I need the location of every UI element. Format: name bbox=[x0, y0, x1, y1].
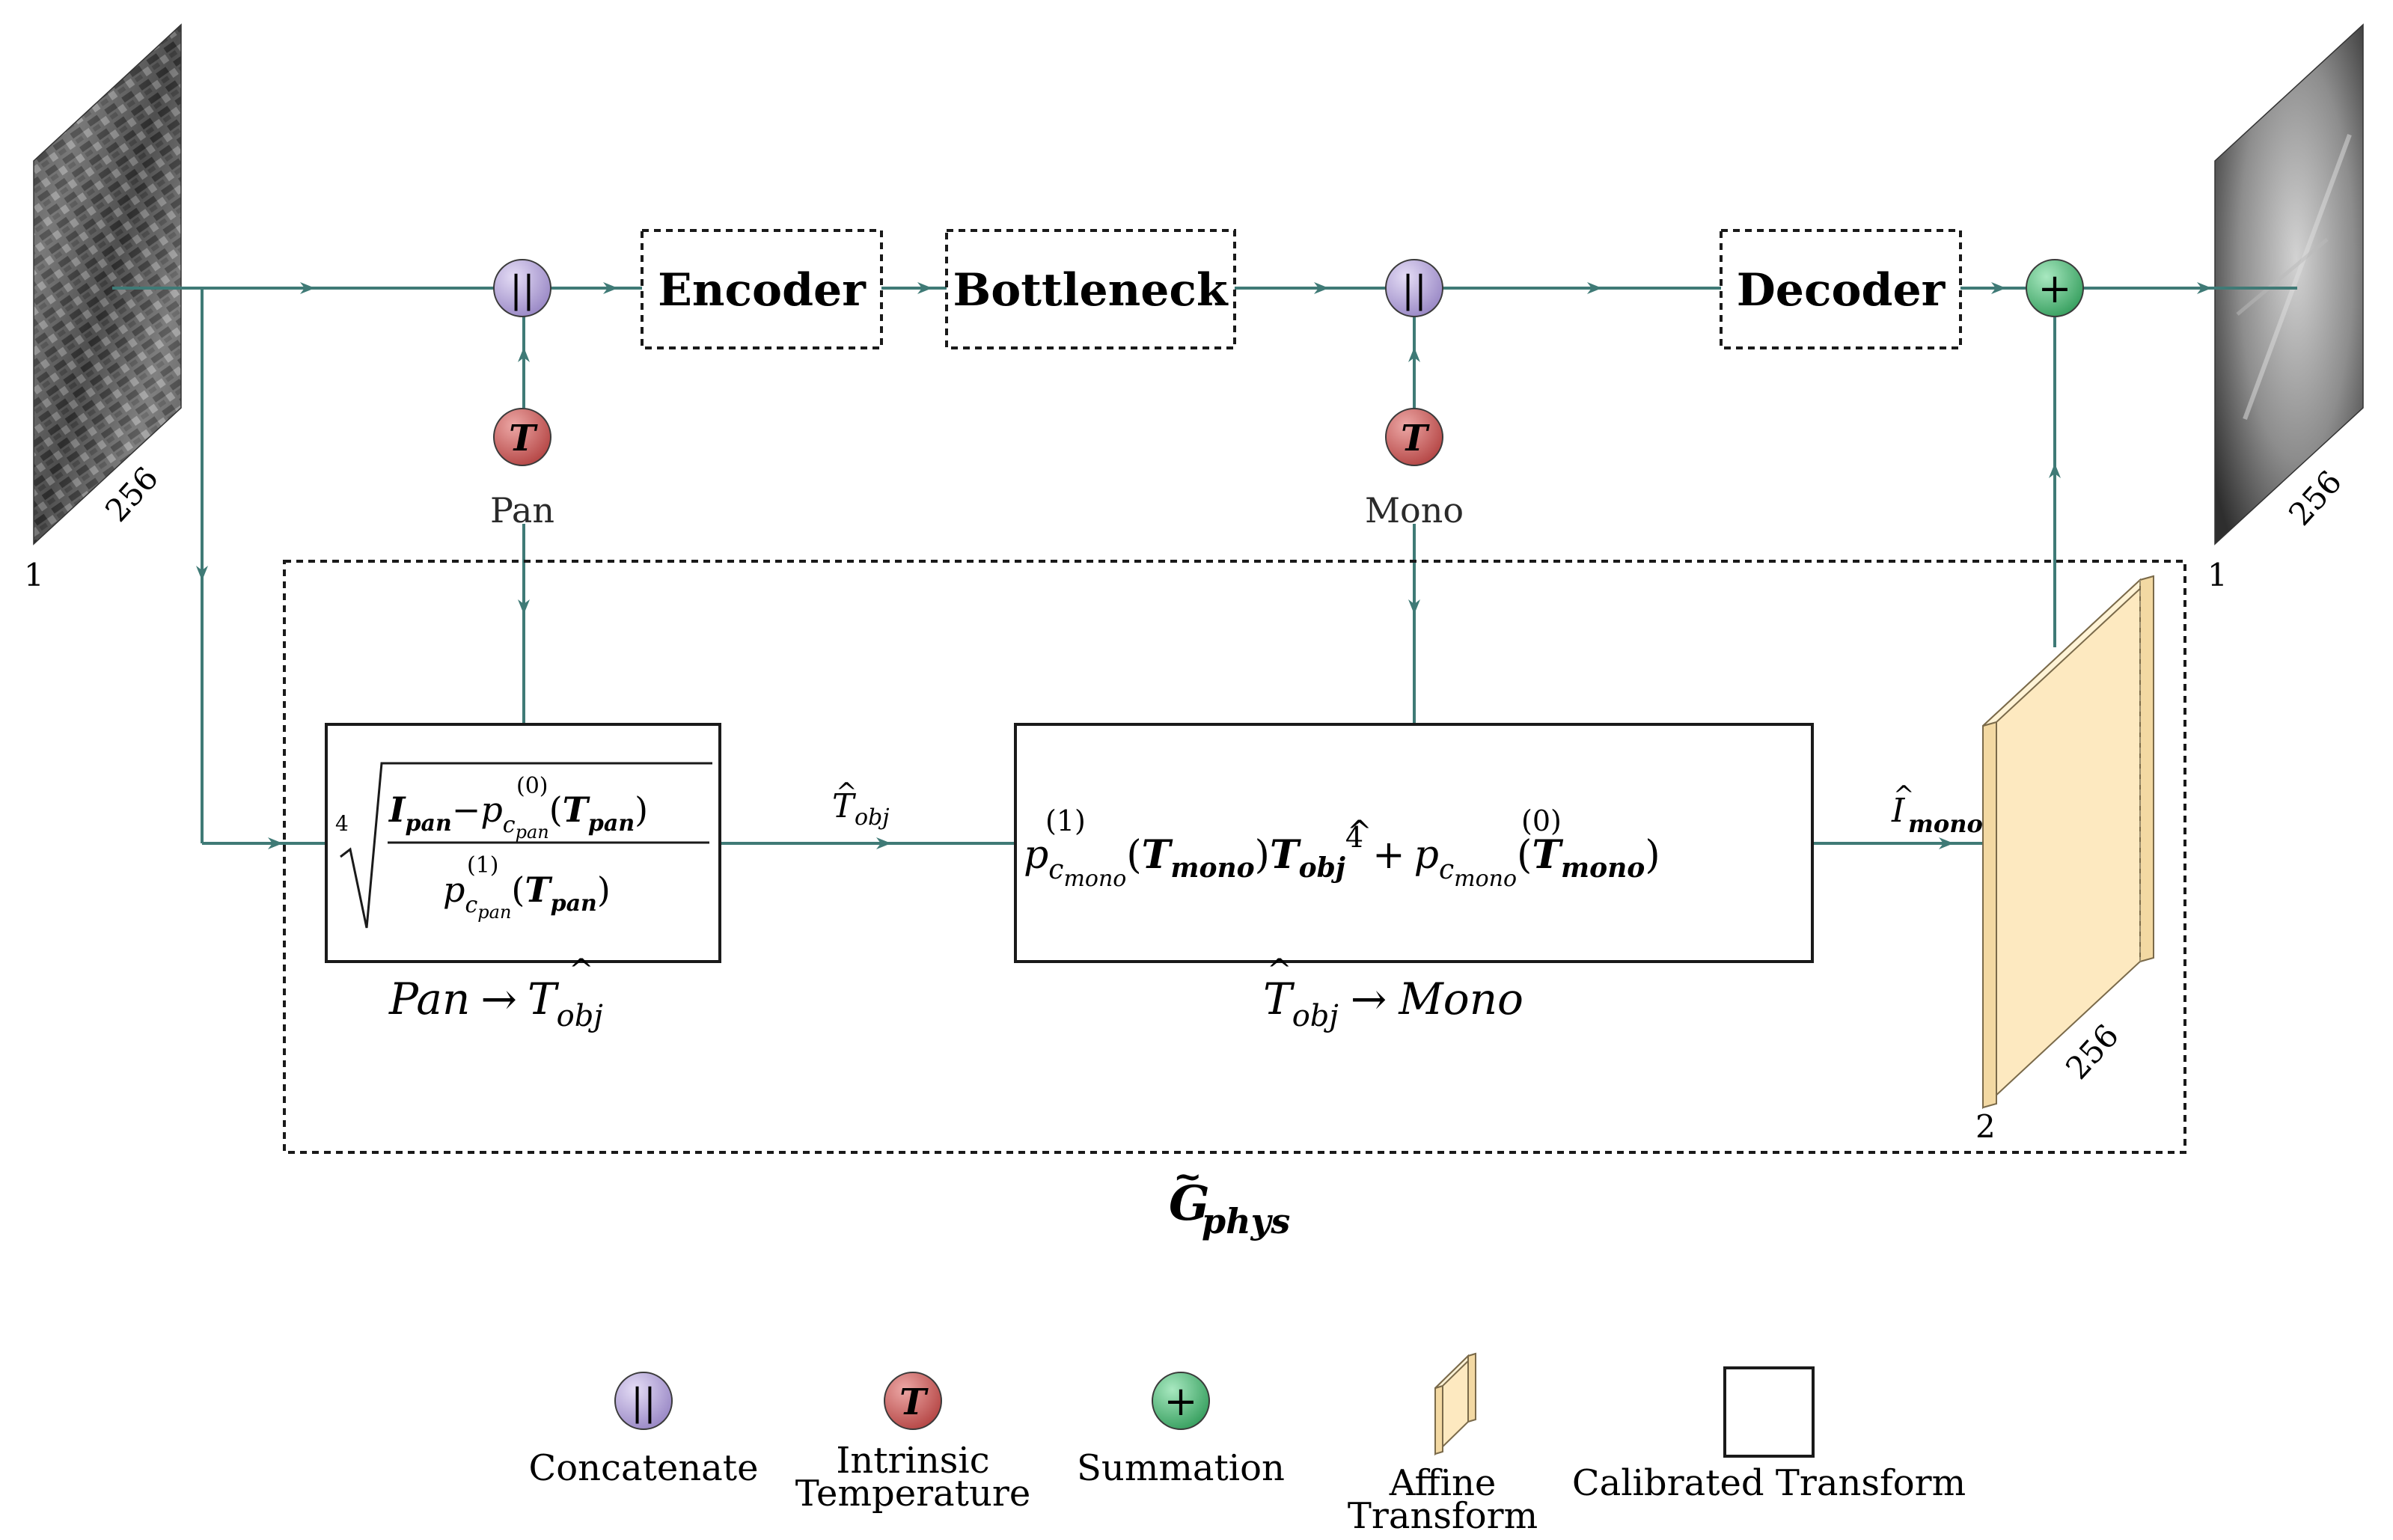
svg-text:^: ^ bbox=[1893, 780, 1915, 810]
bottleneck-block bbox=[945, 229, 1236, 349]
output-image bbox=[2214, 23, 2364, 546]
edge-label-i-mono: I mono ^ bbox=[1891, 780, 1983, 838]
sum-symbol: + bbox=[2038, 265, 2071, 312]
svg-text:Pan→Tobj: Pan→Tobj bbox=[388, 974, 603, 1033]
connections bbox=[112, 282, 2297, 849]
mono-sup0: (0) bbox=[1521, 804, 1562, 837]
temp-symbol-pan: T bbox=[509, 418, 538, 459]
svg-text:I: I bbox=[1891, 792, 1906, 830]
g-phys-label: G phys ~ bbox=[1169, 1156, 1290, 1241]
sum-node: + bbox=[2026, 259, 2084, 317]
pan-denominator: pcpan(Tpan) bbox=[443, 870, 611, 923]
legend-concat-icon: || bbox=[614, 1372, 673, 1430]
legend-temp-label-1: Intrinsic bbox=[836, 1440, 989, 1482]
svg-text:obj: obj bbox=[855, 804, 890, 831]
encoder-label: Encoder bbox=[658, 264, 867, 317]
pan-denom-sup: (1) bbox=[467, 852, 499, 879]
svg-text:G: G bbox=[1169, 1176, 1210, 1232]
encoder-block bbox=[641, 229, 883, 349]
pan-label: Pan bbox=[490, 490, 554, 531]
legend-temp-icon: T bbox=[884, 1372, 942, 1430]
concat-symbol-1: || bbox=[510, 268, 535, 311]
concat-symbol-2: || bbox=[1402, 268, 1427, 311]
output-dim-depth: 1 bbox=[2207, 557, 2228, 593]
mono-transform-formula: pcmono(Tmono)Tobj4+pcmono(Tmono) (1) (0)… bbox=[1024, 804, 1660, 892]
svg-text:^: ^ bbox=[836, 777, 858, 807]
svg-text:pcmono(Tmono)Tobj4+pcmono(Tmon: pcmono(Tmono)Tobj4+pcmono(Tmono) bbox=[1024, 821, 1660, 892]
mono-hat: ^ bbox=[1347, 815, 1372, 849]
svg-text:+: + bbox=[1164, 1378, 1197, 1425]
svg-text:T: T bbox=[899, 1381, 929, 1423]
bottleneck-label: Bottleneck bbox=[953, 264, 1228, 317]
root-index: 4 bbox=[335, 811, 349, 836]
legend-sum-icon: + bbox=[1152, 1372, 1210, 1430]
decoder-block bbox=[1720, 229, 1962, 349]
temp-node-pan: T bbox=[493, 408, 551, 466]
svg-text:||: || bbox=[631, 1381, 656, 1424]
legend-affine-label-2: Transform bbox=[1348, 1495, 1538, 1537]
svg-text:T: T bbox=[832, 787, 857, 825]
g-phys-group bbox=[283, 560, 2186, 1154]
svg-text:Tobj→Mono: Tobj→Mono bbox=[1263, 974, 1523, 1033]
legend-affine-icon bbox=[1434, 1352, 1476, 1456]
pan-numerator: Ipan−pcpan(Tpan) bbox=[388, 789, 648, 843]
input-dim-depth: 1 bbox=[24, 557, 44, 593]
concat-node-1: || bbox=[493, 259, 551, 317]
legend-temp-label-2: Temperature bbox=[795, 1473, 1030, 1515]
decoder-label: Decoder bbox=[1737, 264, 1946, 317]
svg-text:^: ^ bbox=[569, 953, 594, 988]
affine-dim-depth: 2 bbox=[1975, 1108, 1996, 1145]
legend-affine-label-1: Affine bbox=[1389, 1462, 1497, 1504]
temp-node-mono: T bbox=[1385, 408, 1443, 466]
svg-text:phys: phys bbox=[1202, 1201, 1290, 1241]
pan-caption: Pan→Tobj ^ bbox=[388, 953, 603, 1033]
svg-text:~: ~ bbox=[1173, 1156, 1202, 1197]
legend-calibrated-label: Calibrated Transform bbox=[1572, 1462, 1966, 1504]
concat-node-2: || bbox=[1385, 259, 1443, 317]
affine-slab bbox=[1982, 575, 2154, 1110]
legend-calibrated-icon bbox=[1723, 1366, 1815, 1458]
svg-text:mono: mono bbox=[1908, 810, 1983, 838]
mono-sup1: (1) bbox=[1045, 804, 1086, 837]
temp-symbol-mono: T bbox=[1401, 418, 1430, 459]
pan-numer-sup: (0) bbox=[516, 773, 548, 799]
mono-transform-box bbox=[1014, 723, 1814, 963]
legend: || Concatenate T Intrinsic Temperature +… bbox=[529, 1352, 1966, 1537]
mono-label: Mono bbox=[1365, 490, 1464, 531]
pan-transform-formula: 4 Ipan−pcpan(Tpan) (0) pcpan(Tpan) (1) bbox=[335, 762, 712, 929]
svg-text:^: ^ bbox=[1267, 953, 1292, 988]
legend-concat-label: Concatenate bbox=[529, 1447, 759, 1489]
edge-label-t-obj: T obj ^ bbox=[832, 777, 890, 831]
input-image bbox=[33, 23, 182, 546]
legend-sum-label: Summation bbox=[1077, 1447, 1285, 1489]
mono-caption: Tobj→Mono ^ bbox=[1263, 953, 1523, 1033]
